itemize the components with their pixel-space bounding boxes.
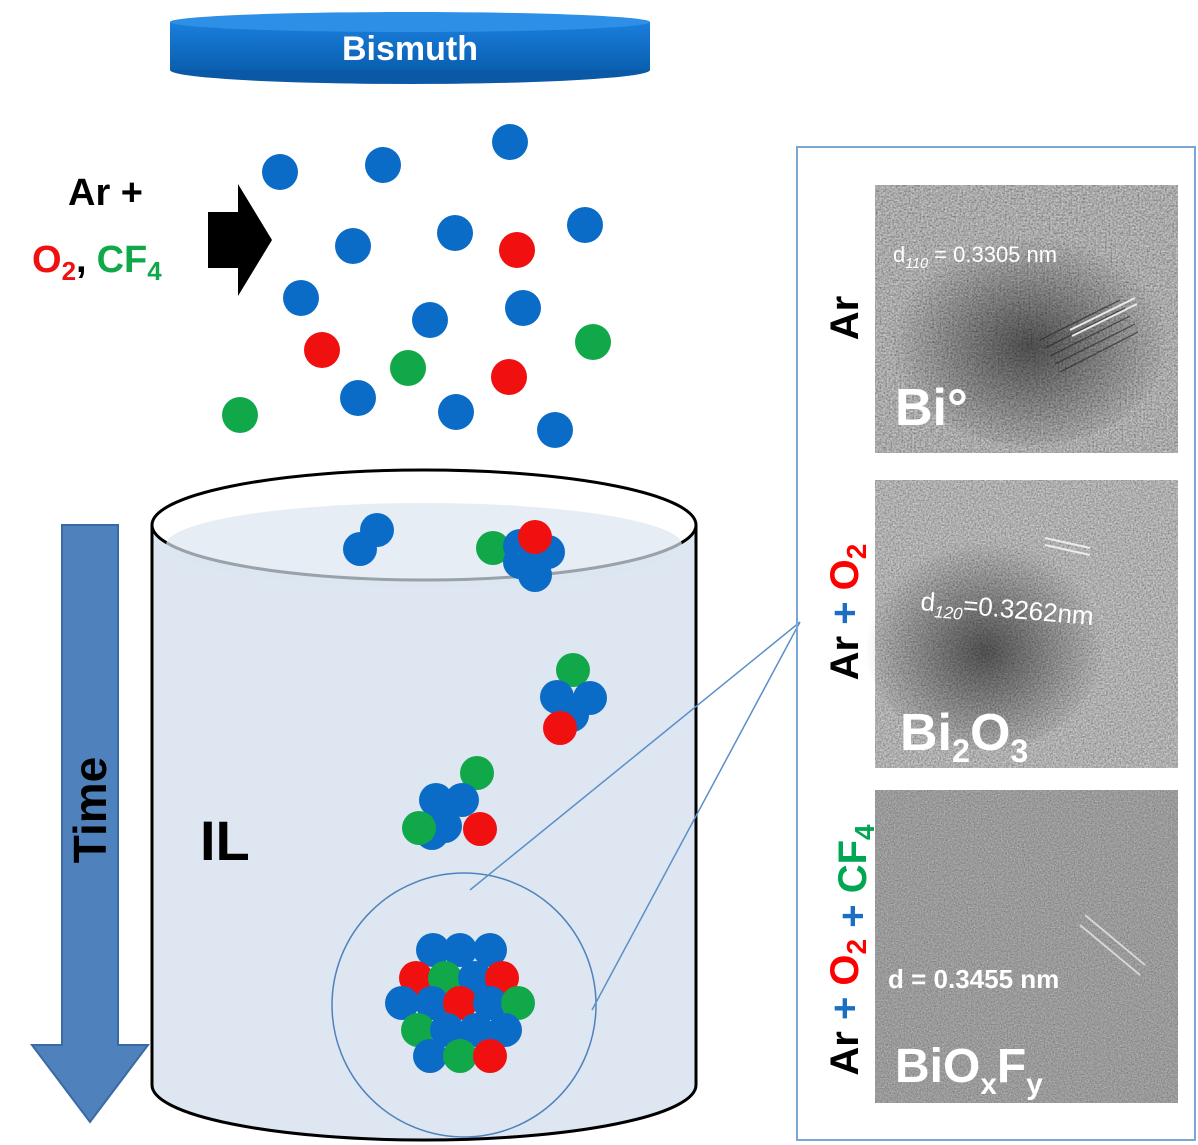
fluorine-atom bbox=[428, 961, 462, 995]
tem-condition-label-3: Ar + O2 + CF4 bbox=[823, 824, 880, 1076]
bismuth-atom bbox=[503, 545, 537, 579]
oxygen-atom bbox=[443, 986, 477, 1020]
oxygen-atom bbox=[304, 332, 340, 368]
bismuth-atom bbox=[412, 302, 448, 338]
bismuth-atom bbox=[385, 986, 419, 1020]
bismuth-atom bbox=[340, 380, 376, 416]
oxygen-atom bbox=[499, 232, 535, 268]
oxygen-atom bbox=[543, 711, 577, 745]
sputtered-atoms bbox=[222, 124, 611, 448]
bismuth-target: Bismuth bbox=[170, 12, 650, 84]
oxygen-atom bbox=[473, 1039, 507, 1073]
gas-inlet: Ar + O2,CF4 bbox=[32, 172, 272, 296]
d-spacing-label-3: d = 0.3455 nm bbox=[888, 964, 1059, 994]
fluorine-atom bbox=[402, 811, 436, 845]
bismuth-atom bbox=[415, 986, 449, 1020]
tem-image-1 bbox=[875, 185, 1178, 453]
bismuth-atom bbox=[283, 280, 319, 316]
bismuth-label: Bismuth bbox=[342, 30, 478, 68]
fluorine-atom bbox=[222, 397, 258, 433]
tem-panel-frame bbox=[796, 146, 1196, 1141]
tem-condition-label-1: Ar bbox=[823, 296, 867, 340]
phase-label-2: Bi2O3 bbox=[900, 704, 1028, 769]
bismuth-atom bbox=[365, 147, 401, 183]
time-label: Time bbox=[64, 757, 116, 864]
zoom-line-top bbox=[469, 621, 801, 891]
tem-image-3 bbox=[875, 790, 1178, 1103]
bismuth-atom bbox=[343, 532, 377, 566]
tem-condition-label-2: Ar + O2 bbox=[823, 544, 872, 681]
d-spacing-label-1: d110 = 0.3305 nm bbox=[893, 242, 1057, 272]
bismuth-atom bbox=[419, 783, 453, 817]
oxygen-atom bbox=[518, 520, 552, 554]
bismuth-atom bbox=[473, 986, 507, 1020]
oxygen-atom bbox=[491, 359, 527, 395]
fluorine-atom bbox=[401, 1013, 435, 1047]
gas-line-ar: Ar + bbox=[68, 172, 143, 214]
gas-line-reactive: O2,CF4 bbox=[32, 239, 162, 286]
oxygen-atom bbox=[399, 961, 433, 995]
nanoparticle-clusters bbox=[343, 513, 607, 1073]
bismuth-atom bbox=[413, 1039, 447, 1073]
time-arrow: Time bbox=[29, 524, 151, 1124]
oxygen-atom bbox=[463, 812, 497, 846]
bismuth-atom bbox=[262, 154, 298, 190]
gas-flow-arrow-icon bbox=[208, 184, 272, 296]
fluorine-atom bbox=[460, 756, 494, 790]
bismuth-atom bbox=[335, 228, 371, 264]
bismuth-atom bbox=[537, 412, 573, 448]
bismuth-atom bbox=[458, 961, 492, 995]
bismuth-atom bbox=[443, 933, 477, 967]
fluorine-atom bbox=[390, 350, 426, 386]
bismuth-atom bbox=[567, 207, 603, 243]
bismuth-atom bbox=[505, 290, 541, 326]
bismuth-atom bbox=[430, 1013, 464, 1047]
fluorine-atom bbox=[443, 1039, 477, 1073]
zoom-line-bottom bbox=[591, 621, 801, 1011]
bismuth-atom bbox=[473, 933, 507, 967]
bismuth-atom bbox=[438, 394, 474, 430]
bismuth-atom bbox=[492, 124, 528, 160]
fluorine-atom bbox=[556, 653, 590, 687]
ionic-liquid-label: IL bbox=[200, 809, 250, 872]
bismuth-atom bbox=[437, 215, 473, 251]
fluorine-atom bbox=[575, 324, 611, 360]
fluorine-atom bbox=[476, 531, 510, 565]
bismuth-atom bbox=[459, 1013, 493, 1047]
fluorine-atom bbox=[501, 986, 535, 1020]
bismuth-atom bbox=[488, 1013, 522, 1047]
phase-label-1: Bi° bbox=[895, 379, 968, 437]
bismuth-atom bbox=[416, 933, 450, 967]
tem-image-2 bbox=[865, 480, 1178, 768]
phase-label-3: BiOxFy bbox=[895, 1040, 1043, 1101]
bismuth-atom bbox=[445, 783, 479, 817]
